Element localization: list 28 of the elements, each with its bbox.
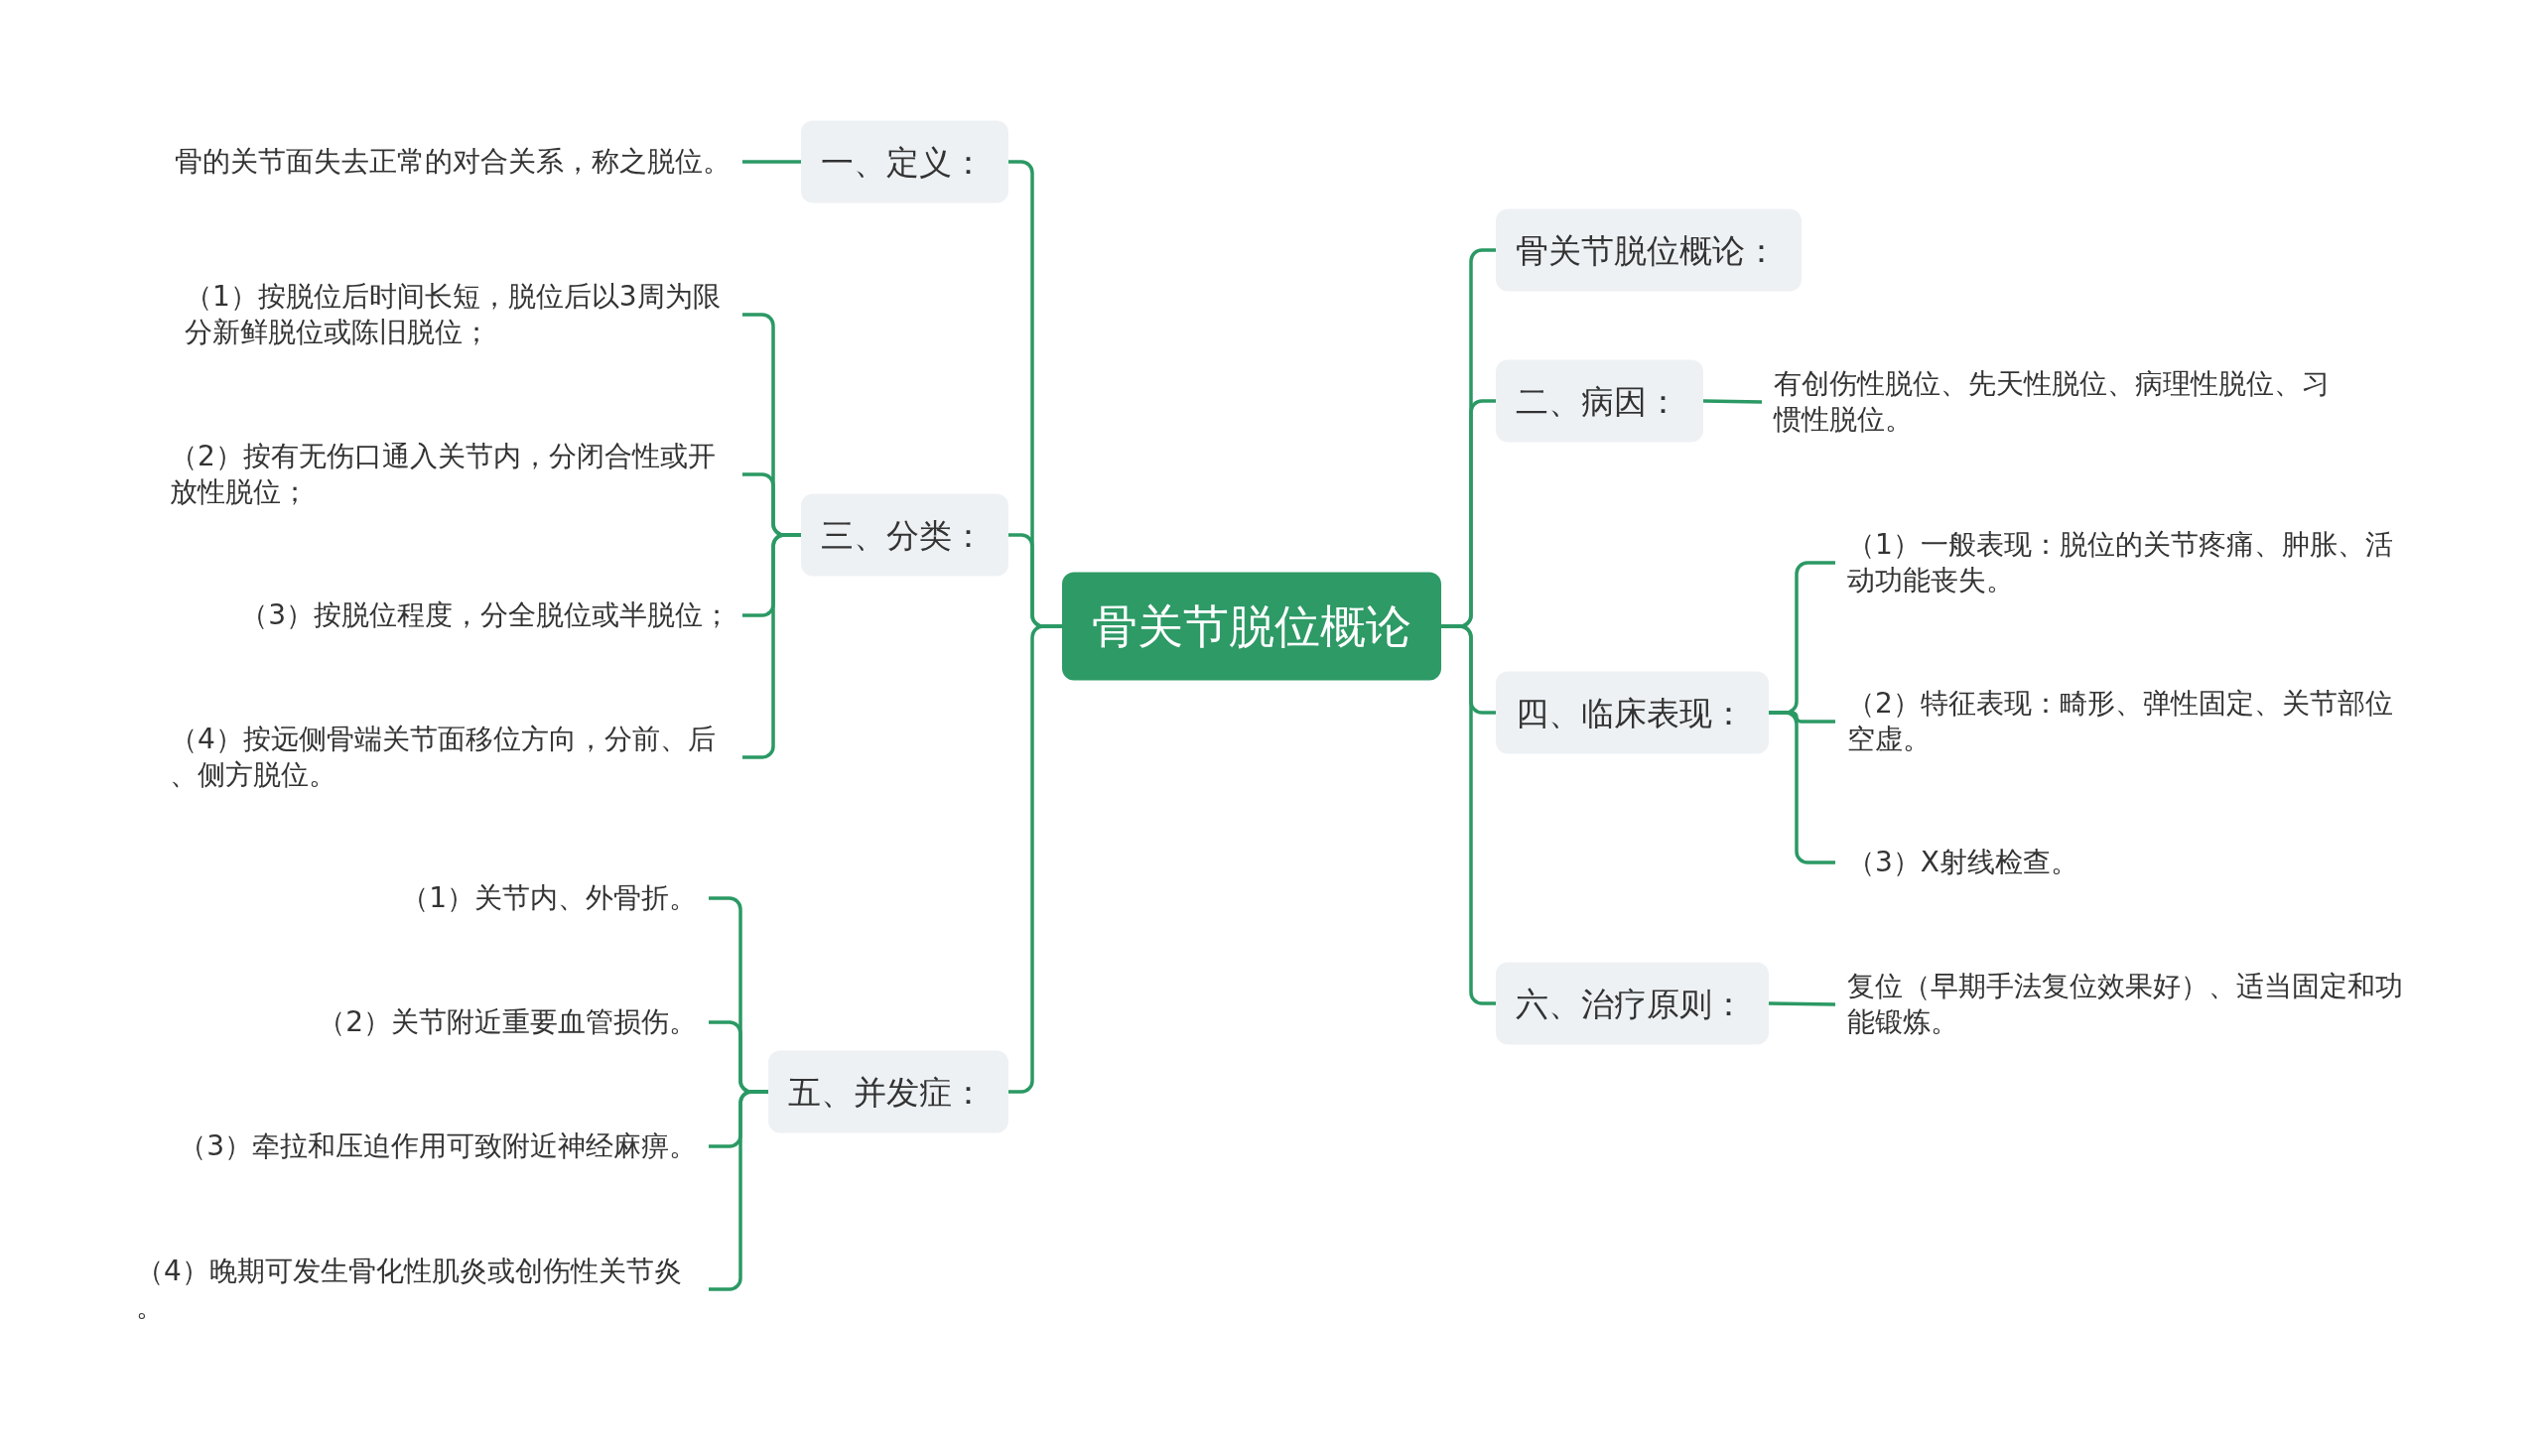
note-text: 复位（早期手法复位效果好）、适当固定和功能锻炼。 [1847, 969, 2404, 1040]
main-topic: 六、治疗原则： [1496, 962, 1769, 1045]
note-text: （1）关节内、外骨折。 [401, 880, 697, 916]
note-text: （4）按远侧骨端关节面移位方向，分前、后、侧方脱位。 [170, 722, 717, 793]
central-topic: 骨关节脱位概论 [1062, 572, 1441, 681]
note-text: （2）特征表现：畸形、弹性固定、关节部位空虚。 [1847, 686, 2394, 757]
note-text: （3）X射线检查。 [1847, 845, 2078, 880]
connector-line [1702, 399, 1763, 404]
connector-line [1441, 624, 1496, 1005]
note-text: （1）一般表现：脱位的关节疼痛、肿胀、活动功能丧失。 [1847, 527, 2394, 598]
connector-line [1008, 624, 1062, 1094]
connector-line [742, 160, 801, 164]
main-topic: 四、临床表现： [1496, 671, 1769, 754]
connector-line [1768, 1001, 1836, 1006]
main-topic: 骨关节脱位概论： [1496, 208, 1802, 292]
note-text: （3）按脱位程度，分全脱位或半脱位； [240, 597, 731, 633]
note-text: （4）晚期可发生骨化性肌炎或创伤性关节炎。 [136, 1254, 683, 1325]
note-text: （2）关节附近重要血管损伤。 [318, 1004, 697, 1040]
note-text: （1）按脱位后时间长短，脱位后以3周为限分新鲜脱位或陈旧脱位； [185, 279, 722, 350]
note-text: （3）牵拉和压迫作用可致附近神经麻痹。 [179, 1128, 697, 1164]
main-topic: 一、定义： [801, 120, 1008, 203]
connector-line [1769, 711, 1835, 864]
main-topic: 三、分类： [801, 493, 1008, 577]
main-topic: 二、病因： [1496, 359, 1703, 443]
note-text: 有创伤性脱位、先天性脱位、病理性脱位、习惯性脱位。 [1774, 366, 2331, 438]
note-text: 骨的关节面失去正常的对合关系，称之脱位。 [175, 144, 731, 180]
note-text: （2）按有无伤口通入关节内，分闭合性或开放性脱位； [170, 439, 717, 510]
main-topic: 五、并发症： [768, 1050, 1008, 1133]
